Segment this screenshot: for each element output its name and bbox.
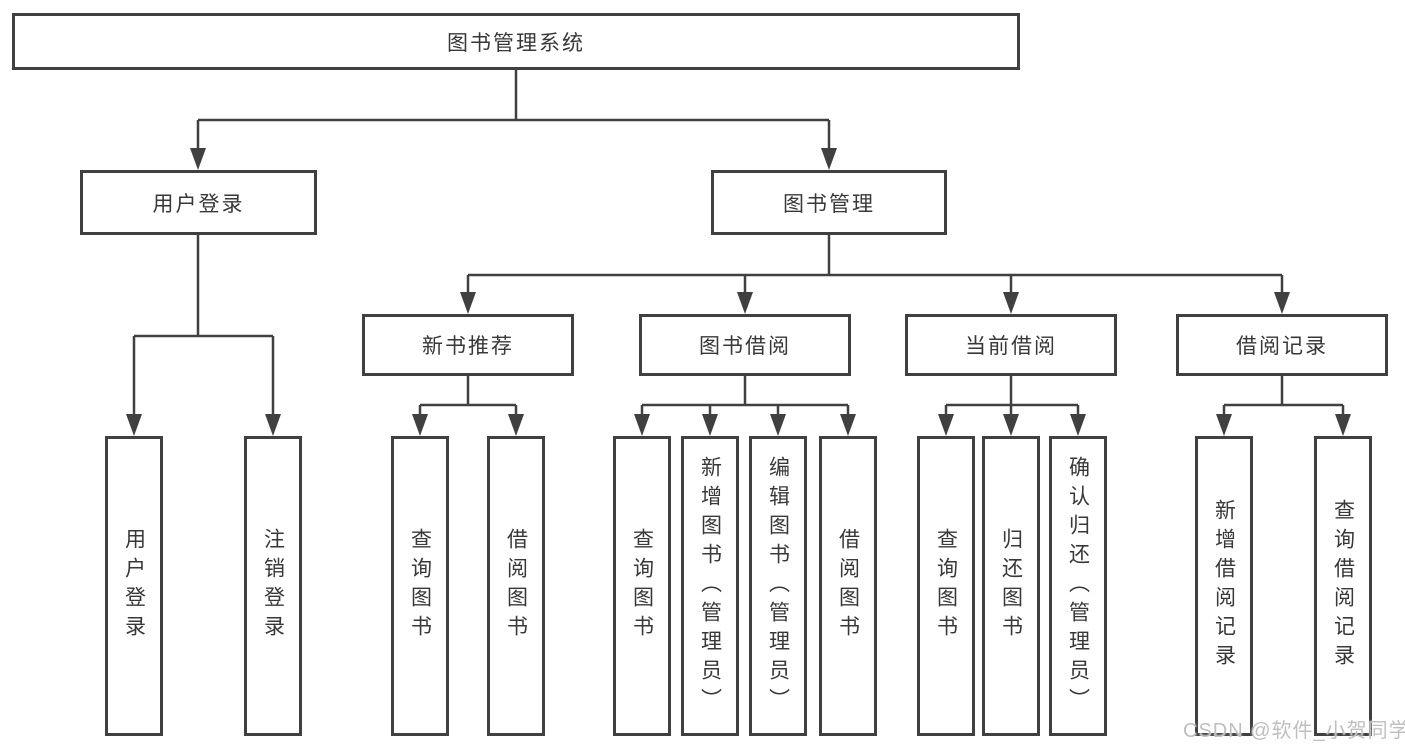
connector-current-to-leaves [944,376,1080,415]
leaf-newbook-borrow-books: 借阅图书 [487,436,545,736]
leaf-add-books-admin: 新增图书（管理员） [681,436,739,736]
connector-userlogin-to-leaves [132,235,275,415]
leaf-newbook-borrow-books-label: 借阅图书 [504,528,528,644]
connector-newbook-to-leaves [418,376,518,415]
leaf-add-borrow-record: 新增借阅记录 [1195,436,1253,736]
leaf-newbook-query-books-label: 查询图书 [408,528,432,644]
node-new-book-recommend: 新书推荐 [362,314,574,376]
leaf-confirm-return-admin: 确认归还（管理员） [1049,436,1107,736]
connector-bookmgmt-to-level3 [466,235,1284,293]
leaf-borrow-query-books-label: 查询图书 [630,528,654,644]
connector-borrow-to-leaves [640,376,850,415]
node-book-management-label: 图书管理 [783,192,875,216]
arrowheads [126,148,1351,436]
node-current-borrow: 当前借阅 [905,314,1117,376]
leaf-borrow-books-label: 借阅图书 [836,528,860,644]
leaf-return-books-label: 归还图书 [999,528,1023,644]
node-book-borrow-label: 图书借阅 [699,335,791,358]
leaf-logout: 注销登录 [244,436,302,736]
leaf-return-books: 归还图书 [982,436,1040,736]
node-current-borrow-label: 当前借阅 [965,335,1057,358]
node-new-book-recommend-label: 新书推荐 [422,335,514,358]
connector-records-to-leaves [1222,376,1345,415]
leaf-edit-books-admin-label: 编辑图书（管理员） [766,455,790,717]
node-borrow-records-label: 借阅记录 [1236,335,1328,358]
leaf-user-login: 用户登录 [105,436,163,736]
leaf-query-borrow-record-label: 查询借阅记录 [1331,499,1355,673]
node-borrow-records: 借阅记录 [1176,314,1388,376]
leaf-current-query-books: 查询图书 [917,436,975,736]
csdn-watermark: CSDN @软件_小贺同学 [1183,720,1405,742]
leaf-logout-label: 注销登录 [261,528,285,644]
node-book-management: 图书管理 [711,170,947,235]
leaf-confirm-return-admin-label: 确认归还（管理员） [1066,455,1090,717]
leaf-current-query-books-label: 查询图书 [934,528,958,644]
leaf-borrow-query-books: 查询图书 [613,436,671,736]
leaf-add-borrow-record-label: 新增借阅记录 [1212,499,1236,673]
leaf-query-borrow-record: 查询借阅记录 [1314,436,1372,736]
node-book-borrow: 图书借阅 [639,314,851,376]
node-user-login: 用户登录 [80,170,317,235]
connector-root-to-level2 [196,70,831,149]
node-root-label: 图书管理系统 [447,31,585,55]
leaf-user-login-label: 用户登录 [122,528,146,644]
leaf-newbook-query-books: 查询图书 [391,436,449,736]
leaf-edit-books-admin: 编辑图书（管理员） [749,436,807,736]
node-user-login-label: 用户登录 [152,192,245,216]
node-root-system: 图书管理系统 [12,13,1020,70]
leaf-borrow-books: 借阅图书 [819,436,877,736]
leaf-add-books-admin-label: 新增图书（管理员） [698,455,722,717]
